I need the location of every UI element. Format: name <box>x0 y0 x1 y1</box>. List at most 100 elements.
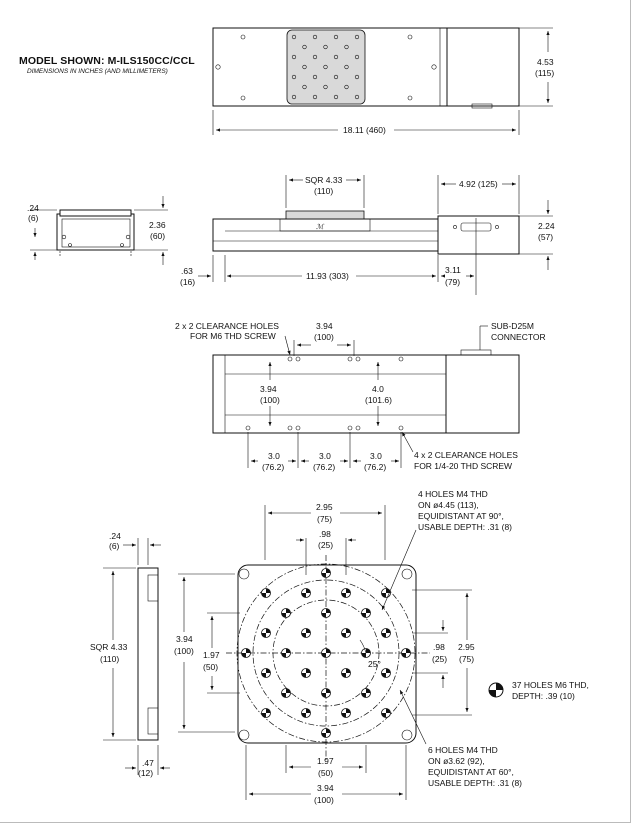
m6-hole-legend-icon <box>488 682 504 698</box>
top-plate-hole <box>344 64 349 70</box>
top-height-label: 4.53 <box>537 57 554 67</box>
side-travel-label: 11.93 (303) <box>306 271 349 281</box>
top-plate-hole <box>354 54 360 60</box>
top-plate-hole <box>291 74 297 80</box>
side-left-offset: .63 <box>181 266 193 276</box>
note-b-line2: ON ø3.62 (92), <box>428 756 485 766</box>
note-b-line3: EQUIDISTANT AT 60°, <box>428 767 514 777</box>
detail-b1: 1.97 <box>317 756 334 766</box>
side-height-label: 2.24 <box>538 221 555 231</box>
side-height-mm: (57) <box>538 232 553 242</box>
detail-r1: .98 <box>433 642 445 652</box>
top-carriage-plate <box>286 29 366 105</box>
end-dim2-mm: (60) <box>150 231 165 241</box>
top-plate-hole <box>333 34 339 40</box>
side-sqr-mm: (110) <box>314 186 333 196</box>
side-sqr-label: SQR 4.33 <box>305 175 343 185</box>
base-note1-line1: 2 x 2 CLEARANCE HOLES <box>175 321 279 331</box>
base-pitch1-mm: (76.2) <box>262 462 284 472</box>
top-plate-hole <box>291 54 297 60</box>
legend-line1: 37 HOLES M6 THD, <box>512 680 589 690</box>
base-spacing-label: 3.94 <box>316 321 333 331</box>
top-plate-hole <box>323 84 328 90</box>
end-view: .24 (6) 2.36 (60) <box>27 196 168 265</box>
top-plate-hole <box>333 74 339 80</box>
top-plate-hole <box>312 54 318 60</box>
base-spacing-mm: (100) <box>314 332 334 342</box>
top-plate-hole <box>291 34 297 40</box>
detail-sqr-mm: (110) <box>100 654 119 664</box>
top-plate-hole <box>302 44 307 50</box>
detail-h2-label: 1.97 <box>203 650 220 660</box>
base-v1-label: 3.94 <box>260 384 277 394</box>
side-right-offset: 3.11 <box>445 265 461 275</box>
detail-sqr-label: SQR 4.33 <box>90 642 128 652</box>
detail-inner-width-mm: (25) <box>318 540 333 550</box>
base-pitch2-mm: (76.2) <box>313 462 335 472</box>
detail-r1-mm: (25) <box>432 654 447 664</box>
detail-top-width: 2.95 <box>316 502 333 512</box>
top-plate-hole <box>323 64 328 70</box>
top-plate-hole <box>312 34 318 40</box>
top-plate-hole <box>302 64 307 70</box>
detail-b1-mm: (50) <box>318 768 333 778</box>
detail-top-width-mm: (75) <box>317 514 332 524</box>
detail-inner-width: .98 <box>319 529 331 539</box>
top-plate-hole <box>344 84 349 90</box>
base-pitch3: 3.0 <box>370 451 382 461</box>
top-plate-hole <box>302 84 307 90</box>
base-v2-mm: (101.6) <box>365 395 392 405</box>
detail-h2-mm: (50) <box>203 662 218 672</box>
side-right-offset-mm: (79) <box>445 277 460 287</box>
top-plate-hole <box>354 74 360 80</box>
note-a-line4: USABLE DEPTH: .31 (8) <box>418 522 512 532</box>
detail-r2: 2.95 <box>458 642 475 652</box>
base-connector <box>460 349 492 356</box>
note-a-line2: ON ø4.45 (113), <box>418 500 479 510</box>
side-logo: ℳ <box>316 223 325 231</box>
carriage-detail-view: .24 (6) SQR 4.33 (110) .47 (12) 2.95 (75… <box>90 489 589 805</box>
end-dim1-mm: (6) <box>28 213 39 223</box>
side-view: ℳ SQR 4.33 (110) 4.92 (125) 2.24 (57) .6… <box>180 175 555 295</box>
top-plate-hole <box>344 44 349 50</box>
top-plate-hole <box>291 94 297 100</box>
detail-b2: 3.94 <box>317 783 334 793</box>
base-v1-mm: (100) <box>260 395 280 405</box>
legend-line2: DEPTH: .39 (10) <box>512 691 575 701</box>
top-plate-hole <box>333 94 339 100</box>
carriage-profile <box>137 567 159 741</box>
top-plate-hole <box>354 34 360 40</box>
detail-h1-mm: (100) <box>174 646 194 656</box>
connector-label-line1: SUB-D25M <box>491 321 534 331</box>
detail-thickness-mm: (6) <box>109 541 120 551</box>
base-pitch1: 3.0 <box>268 451 280 461</box>
note-a-line1: 4 HOLES M4 THD <box>418 489 488 499</box>
connector-label-line2: CONNECTOR <box>491 332 546 342</box>
top-view: 4.53 (115) 18.11 (460) <box>212 27 554 135</box>
note-a-line3: EQUIDISTANT AT 90°, <box>418 511 504 521</box>
base-note2-line1: 4 x 2 CLEARANCE HOLES <box>414 450 518 460</box>
base-pitch2: 3.0 <box>319 451 331 461</box>
top-length-label: 18.11 (460) <box>343 125 386 135</box>
base-v2-label: 4.0 <box>372 384 384 394</box>
side-right-width: 4.92 (125) <box>459 179 498 189</box>
detail-bottom-thickness-mm: (12) <box>138 768 153 778</box>
top-plate-hole <box>354 94 360 100</box>
base-view: 2 x 2 CLEARANCE HOLES FOR M6 THD SCREW 3… <box>175 321 546 472</box>
detail-angle: 25° <box>368 659 381 669</box>
detail-thickness: .24 <box>109 531 121 541</box>
top-plate-hole <box>312 74 318 80</box>
model-subtitle: DIMENSIONS IN INCHES (AND MILLIMETERS) <box>27 68 168 75</box>
note-b-line1: 6 HOLES M4 THD <box>428 745 498 755</box>
detail-b2-mm: (100) <box>314 795 334 805</box>
side-carriage <box>285 210 365 220</box>
note-b-line4: USABLE DEPTH: .31 (8) <box>428 778 522 788</box>
model-title: MODEL SHOWN: M-ILS150CC/CCL <box>19 55 195 67</box>
top-height-mm: (115) <box>535 68 554 78</box>
detail-bottom-thickness: .47 <box>142 758 154 768</box>
detail-r2-mm: (75) <box>459 654 474 664</box>
base-note1-line2: FOR M6 THD SCREW <box>190 331 276 341</box>
top-plate-hole <box>333 54 339 60</box>
